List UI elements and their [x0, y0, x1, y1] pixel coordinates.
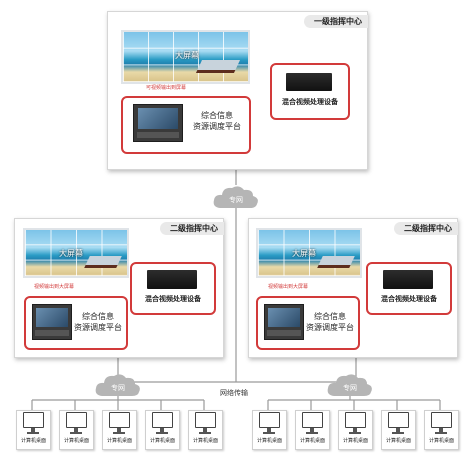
platform-label: 综合信息 资源调度平台 [306, 312, 354, 332]
monitor-icon [302, 412, 323, 428]
dispatch-platform-box[interactable]: 综合信息 资源调度平台 [121, 96, 251, 154]
monitor-icon [388, 412, 409, 428]
wall-caption: 可视频输出到屏幕 [146, 85, 187, 91]
computer-label: 计算机桌面 [63, 438, 89, 444]
video-wall: 大屏幕 [23, 228, 129, 278]
network-cloud-left: 专网 [94, 372, 142, 398]
video-processor-box: 混合视频处理设备 [130, 262, 216, 315]
monitor-icon [259, 412, 280, 428]
computer-terminal[interactable]: 计算机桌面 [252, 410, 287, 450]
platform-label: 综合信息 资源调度平台 [193, 111, 241, 131]
network-transmission-label: 网络传输 [220, 389, 248, 397]
video-processor-device [383, 270, 433, 289]
computer-terminal[interactable]: 计算机桌面 [59, 410, 94, 450]
monitor-icon [152, 412, 173, 428]
network-cloud-label: 专网 [111, 384, 125, 392]
computer-terminal[interactable]: 计算机桌面 [295, 410, 330, 450]
monitor-icon [431, 412, 452, 428]
wall-caption: 视频输出到大屏幕 [268, 284, 309, 290]
computer-label: 计算机桌面 [385, 438, 411, 444]
monitor-icon [109, 412, 130, 428]
computer-label: 计算机桌面 [299, 438, 325, 444]
center-title: 二级指挥中心 [160, 222, 224, 235]
video-processor-box: 混合视频处理设备 [366, 262, 452, 315]
video-processor-label: 混合视频处理设备 [282, 98, 338, 106]
computer-label: 计算机桌面 [106, 438, 132, 444]
center-title: 一级指挥中心 [304, 15, 368, 28]
video-wall-label: 大屏幕 [292, 249, 316, 258]
video-processor-label: 混合视频处理设备 [381, 295, 437, 303]
network-cloud-label: 专网 [229, 196, 243, 204]
computer-terminal[interactable]: 计算机桌面 [338, 410, 373, 450]
video-wall: 大屏幕 [121, 30, 250, 84]
computer-label: 计算机桌面 [20, 438, 46, 444]
video-processor-label: 混合视频处理设备 [145, 295, 201, 303]
video-processor-device [286, 73, 332, 91]
computer-terminal[interactable]: 计算机桌面 [16, 410, 51, 450]
computer-label: 计算机桌面 [428, 438, 454, 444]
monitor-icon [66, 412, 87, 428]
network-cloud-right: 专网 [326, 372, 374, 398]
kvm-console-icon [133, 104, 183, 142]
video-wall-label: 大屏幕 [175, 51, 199, 60]
kvm-console-icon [32, 304, 72, 340]
computer-label: 计算机桌面 [342, 438, 368, 444]
computer-label: 计算机桌面 [149, 438, 175, 444]
network-cloud-top: 专网 [212, 184, 260, 210]
computer-terminal[interactable]: 计算机桌面 [102, 410, 137, 450]
video-processor-box: 混合视频处理设备 [270, 63, 350, 120]
computer-label: 计算机桌面 [256, 438, 282, 444]
video-processor-device [147, 270, 197, 289]
platform-label: 综合信息 资源调度平台 [74, 312, 122, 332]
monitor-icon [23, 412, 44, 428]
center-title: 二级指挥中心 [394, 222, 458, 235]
kvm-console-icon [264, 304, 304, 340]
computer-terminal[interactable]: 计算机桌面 [424, 410, 459, 450]
video-wall: 大屏幕 [256, 228, 362, 278]
video-wall-label: 大屏幕 [59, 249, 83, 258]
computer-terminal[interactable]: 计算机桌面 [381, 410, 416, 450]
wall-caption: 视频输出到大屏幕 [34, 284, 75, 290]
dispatch-platform-box[interactable]: 综合信息 资源调度平台 [24, 296, 128, 350]
monitor-icon [195, 412, 216, 428]
computer-label: 计算机桌面 [192, 438, 218, 444]
computer-terminal[interactable]: 计算机桌面 [145, 410, 180, 450]
computer-terminal[interactable]: 计算机桌面 [188, 410, 223, 450]
dispatch-platform-box[interactable]: 综合信息 资源调度平台 [256, 296, 360, 350]
network-cloud-label: 专网 [343, 384, 357, 392]
monitor-icon [345, 412, 366, 428]
